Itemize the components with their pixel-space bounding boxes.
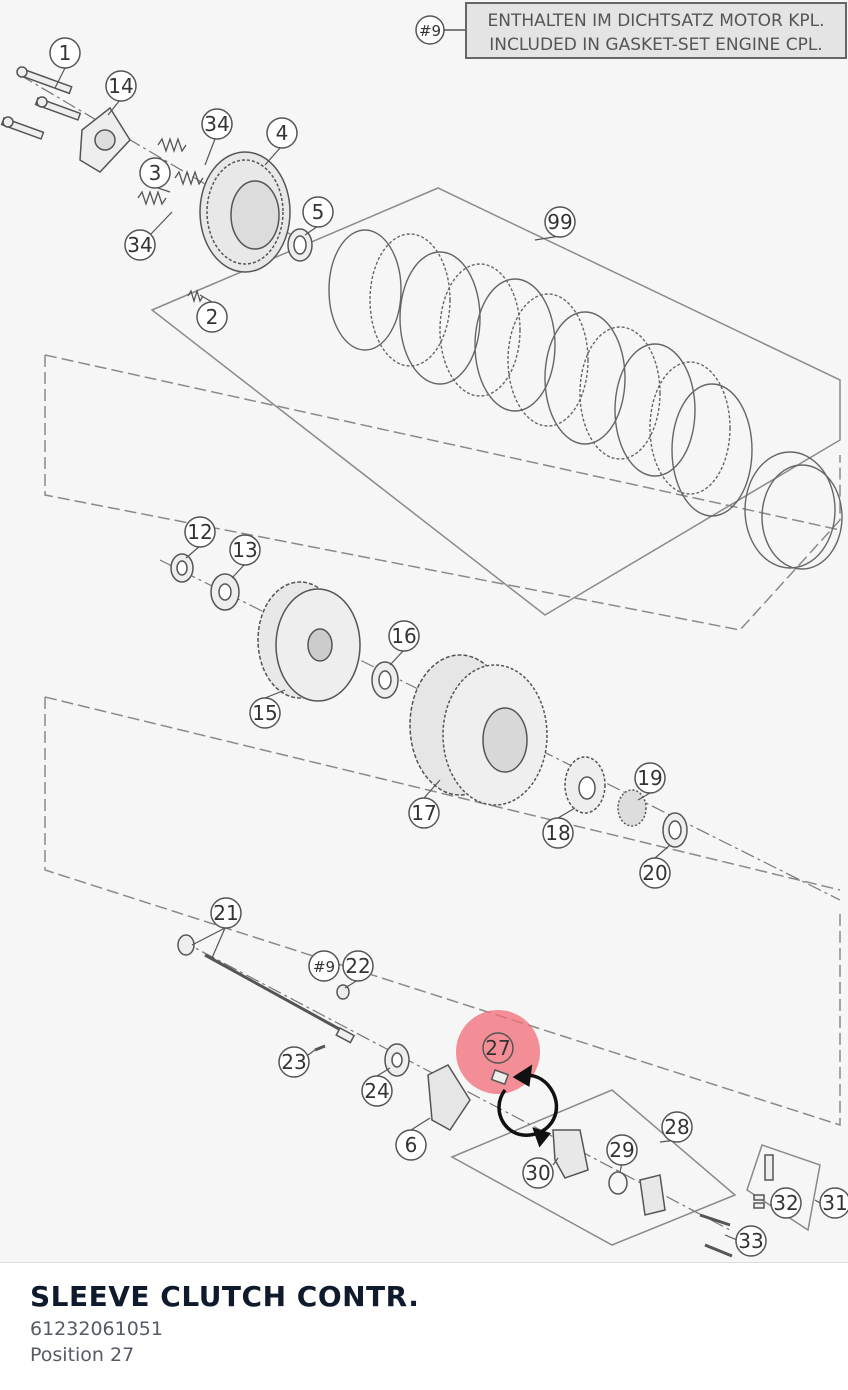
push-rod-21 — [177, 934, 356, 1044]
callout-labels: 1 14 34 4 3 34 5 2 99 12 13 16 15 17 18 … — [59, 41, 848, 1253]
callout-circles — [49, 37, 848, 1257]
sleeve-27 — [490, 1069, 510, 1086]
callout-32: 32 — [773, 1191, 798, 1215]
callout-21: 21 — [213, 901, 238, 925]
callout-17: 17 — [411, 801, 436, 825]
callout-1: 1 — [59, 41, 72, 65]
callout-29: 29 — [609, 1138, 634, 1162]
callout-30: 30 — [525, 1161, 550, 1185]
callout-16: 16 — [391, 624, 416, 648]
gasket-note: #9 ENTHALTEN IM DICHTSATZ MOTOR KPL. INC… — [415, 2, 847, 59]
bearing-16 — [371, 661, 399, 699]
note-line-2: INCLUDED IN GASKET-SET ENGINE CPL. — [489, 35, 822, 55]
note-line-1: ENTHALTEN IM DICHTSATZ MOTOR KPL. — [487, 11, 824, 31]
callout-6: 6 — [405, 1133, 418, 1157]
gear-bearing-washer — [564, 756, 688, 848]
callout-13: 13 — [232, 538, 257, 562]
callout-2: 2 — [206, 305, 219, 329]
bleeder-32 — [753, 1154, 774, 1209]
callout-18: 18 — [545, 821, 570, 845]
inner-hub-15 — [257, 581, 361, 702]
callout-23: 23 — [281, 1050, 306, 1074]
group-outlines — [44, 354, 841, 1127]
callout-4: 4 — [276, 121, 289, 145]
callout-28: 28 — [664, 1115, 689, 1139]
callout-31: 31 — [822, 1191, 847, 1215]
callout-12: 12 — [187, 520, 212, 544]
rotate-arrow — [497, 1064, 559, 1148]
callout-15: 15 — [252, 701, 277, 725]
part-number: 61232061051 — [30, 1318, 163, 1340]
lever-6 — [427, 1064, 471, 1131]
callout-34b: 34 — [127, 233, 152, 257]
part-position: Position 27 — [30, 1344, 135, 1366]
callout-3: 3 — [149, 161, 162, 185]
callout-19: 19 — [637, 766, 662, 790]
clutch-diagram-svg: #9 ENTHALTEN IM DICHTSATZ MOTOR KPL. INC… — [0, 2, 848, 1258]
part-info: SLEEVE CLUTCH CONTR. 61232061051 Positio… — [30, 1278, 830, 1368]
divider — [0, 1262, 848, 1263]
part-name: SLEEVE CLUTCH CONTR. — [30, 1280, 420, 1313]
svg-text:#9: #9 — [419, 22, 441, 40]
bolts-top-left — [0, 66, 82, 140]
callout-33: 33 — [738, 1229, 763, 1253]
small-parts — [314, 984, 410, 1077]
callout-99: 99 — [547, 210, 572, 234]
callout-9b: #9 — [313, 958, 335, 976]
leader-lines — [54, 67, 821, 1241]
springs — [137, 136, 204, 304]
callout-34a: 34 — [204, 112, 229, 136]
exploded-diagram: #9 ENTHALTEN IM DICHTSATZ MOTOR KPL. INC… — [0, 2, 848, 1258]
callout-14: 14 — [108, 74, 133, 98]
pressure-plate-4 — [199, 151, 313, 273]
callout-5: 5 — [312, 200, 325, 224]
plate-14 — [79, 106, 131, 173]
clutch-discs — [328, 229, 843, 570]
callout-27: 27 — [485, 1036, 510, 1060]
nut-washer — [170, 553, 240, 611]
slave-cylinder-30 — [552, 1129, 733, 1258]
callout-20: 20 — [642, 861, 667, 885]
outer-basket-17 — [409, 654, 548, 806]
callout-22: 22 — [345, 954, 370, 978]
callout-24: 24 — [364, 1079, 389, 1103]
